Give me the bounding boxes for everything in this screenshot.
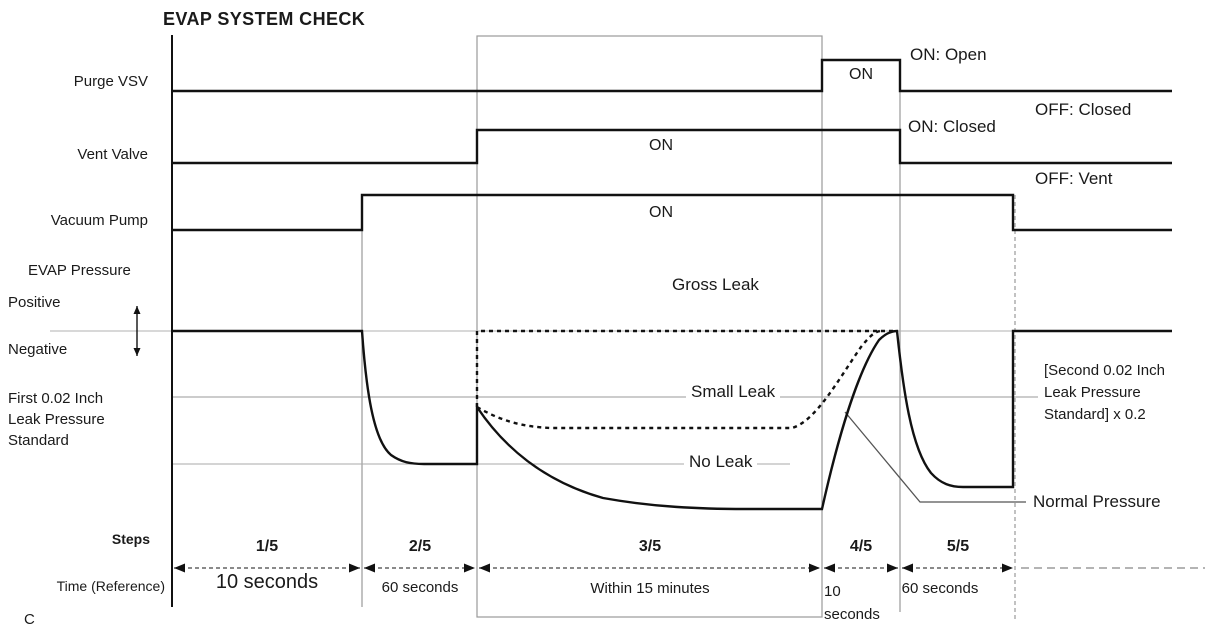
second-standard-line1: [Second 0.02 Inch bbox=[1044, 362, 1165, 379]
evap-pressure-label: EVAP Pressure bbox=[28, 262, 131, 279]
step-1-time: 10 seconds bbox=[215, 571, 319, 593]
first-standard-line1: First 0.02 Inch bbox=[8, 390, 104, 407]
purge-off-note: OFF: Closed bbox=[1035, 100, 1132, 119]
second-standard-label: [Second 0.02 Inch Leak Pressure Standard… bbox=[1042, 360, 1165, 426]
step-2-time: 60 seconds bbox=[381, 579, 459, 596]
step3-reference-box bbox=[476, 35, 823, 618]
second-standard-line3: Standard] x 0.2 bbox=[1044, 406, 1146, 423]
first-standard-line3: Standard bbox=[8, 432, 69, 449]
purge-vsv-trace bbox=[172, 58, 1172, 93]
vent-on-label: ON bbox=[649, 137, 673, 154]
first-standard-label: First 0.02 Inch Leak Pressure Standard bbox=[8, 388, 105, 451]
vacuum-pump-label: Vacuum Pump bbox=[50, 212, 148, 229]
step-4-time: 10 seconds bbox=[824, 580, 880, 626]
gross-leak-trace bbox=[475, 329, 897, 407]
gross-leak-label: Gross Leak bbox=[672, 275, 759, 294]
step-3-time: Within 15 minutes bbox=[590, 580, 710, 597]
no-leak-label: No Leak bbox=[684, 452, 758, 472]
small-leak-trace bbox=[476, 329, 881, 430]
step-4-time-line1: 10 bbox=[824, 583, 841, 600]
second-standard-line2: Leak Pressure bbox=[1044, 384, 1141, 401]
time-header: Time (Reference) bbox=[56, 578, 165, 594]
positive-label: Positive bbox=[8, 294, 61, 311]
normal-pressure-leader-line bbox=[844, 411, 1026, 503]
negative-label: Negative bbox=[8, 341, 68, 358]
corner-mark: C bbox=[24, 611, 35, 628]
small-leak-label: Small Leak bbox=[686, 382, 781, 402]
normal-pressure-label: Normal Pressure bbox=[1030, 492, 1161, 512]
vent-valve-trace bbox=[172, 128, 1172, 165]
evap-pressure-no-leak-trace bbox=[172, 329, 1172, 511]
vacuum-pump-trace bbox=[172, 193, 1172, 232]
vent-valve-label: Vent Valve bbox=[77, 146, 148, 163]
vent-off-note: OFF: Vent bbox=[1035, 169, 1113, 188]
purge-on-note: ON: Open bbox=[910, 45, 987, 64]
step-4-label: 4/5 bbox=[849, 538, 873, 555]
step-5-label: 5/5 bbox=[946, 538, 970, 555]
first-standard-line2: Leak Pressure bbox=[8, 411, 105, 428]
step-4-time-line2: seconds bbox=[824, 606, 880, 623]
vacuum-pump-on-label: ON bbox=[649, 204, 673, 221]
step-2-label: 2/5 bbox=[408, 538, 432, 555]
step-3-label: 3/5 bbox=[638, 538, 662, 555]
purge-pulse-on-label: ON bbox=[849, 66, 873, 83]
steps-header: Steps bbox=[111, 531, 150, 547]
step-5-time: 60 seconds bbox=[901, 580, 979, 597]
purge-vsv-label: Purge VSV bbox=[73, 73, 148, 90]
vent-on-note: ON: Closed bbox=[908, 117, 996, 136]
step-1-label: 1/5 bbox=[255, 538, 279, 555]
page-title: EVAP SYSTEM CHECK bbox=[163, 9, 366, 29]
